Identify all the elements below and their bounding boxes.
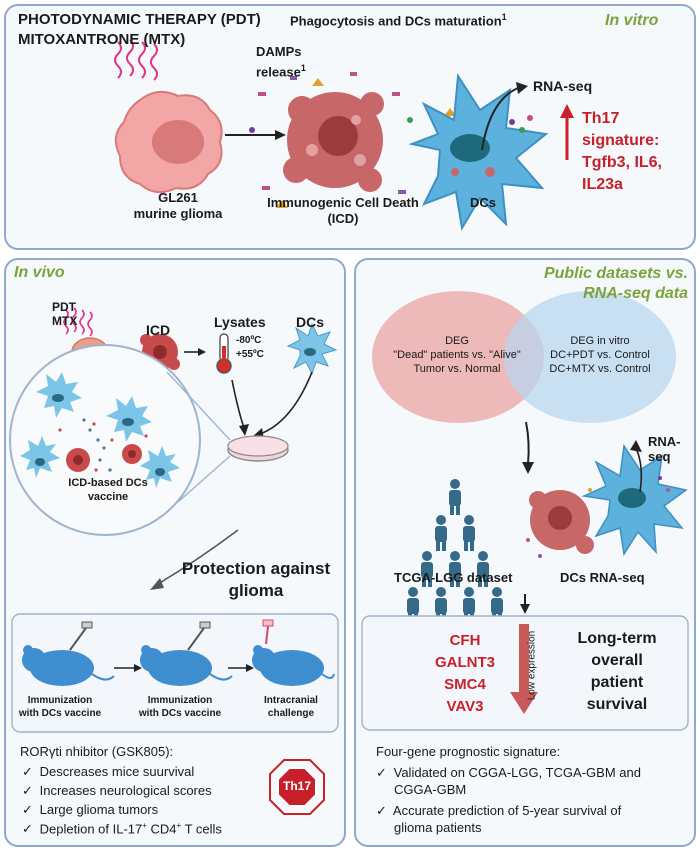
rnaseq-right-label: RNA-seq bbox=[648, 434, 681, 464]
list-item: ✓ Validated on CGGA-LGG, TCGA-GBM and CG… bbox=[376, 765, 641, 797]
small-dc-icon bbox=[286, 322, 338, 376]
lysates-label: Lysates bbox=[214, 314, 266, 330]
step-3-label: Intracranial challenge bbox=[264, 695, 318, 719]
in-vivo-title: In vivo bbox=[14, 264, 65, 281]
check-icon: ✓ bbox=[22, 764, 33, 779]
check-icon: ✓ bbox=[22, 802, 33, 817]
gene-list: CFH GALNT3 SMC4 VAV3 bbox=[435, 632, 495, 715]
mouse-2-icon bbox=[140, 621, 233, 686]
temperature-label: -80ºC +55ºC bbox=[236, 335, 264, 360]
list-item: ✓ Depletion of IL-17+ CD4+ T cells bbox=[22, 821, 222, 837]
icd-small-label: ICD bbox=[146, 322, 171, 338]
gl261-label: GL261 murine glioma bbox=[133, 190, 223, 221]
rnaseq-label: RNA-seq bbox=[533, 78, 593, 94]
check-icon: ✓ bbox=[22, 783, 33, 798]
pdt-label: PHOTODYNAMIC THERAPY (PDT) bbox=[18, 11, 261, 28]
vaccine-cells-icon bbox=[20, 372, 180, 488]
light-rays-small-icon bbox=[63, 307, 93, 337]
outcome-label: Long-term overall patient survival bbox=[577, 630, 657, 713]
list-item: ✓ Large glioma tumors bbox=[22, 802, 159, 817]
icd-cell-icon bbox=[283, 92, 384, 192]
in-vitro-title: In vitro bbox=[605, 12, 659, 29]
glioma-cell-icon bbox=[114, 90, 223, 194]
dc-icd-icon bbox=[526, 440, 688, 558]
step-2-label: Immunization with DCs vaccine bbox=[138, 695, 222, 719]
dcs-small-label: DCs bbox=[296, 314, 325, 330]
list-item: ✓ Descreases mice suurvival bbox=[22, 764, 195, 779]
check-icon: ✓ bbox=[22, 821, 33, 837]
damps-particles-icon bbox=[249, 72, 456, 208]
dcs-label: DCs bbox=[470, 195, 497, 210]
protection-label: Protection against glioma bbox=[181, 559, 331, 600]
check-icon: ✓ bbox=[376, 765, 387, 780]
mtx-label: MITOXANTRONE (MTX) bbox=[18, 31, 186, 48]
dcs-rnaseq-label: DCs RNA-seq bbox=[560, 570, 645, 585]
mouse-3-icon bbox=[252, 619, 335, 686]
mouse-1-icon bbox=[22, 621, 115, 686]
th17-signature: Th17 signature: Tgfb3, IL6, IL23a bbox=[582, 110, 662, 193]
tcga-label: TCGA-LGG dataset bbox=[394, 570, 513, 585]
stop-sign-icon bbox=[269, 759, 325, 815]
vaccine-label: ICD-based DCs vaccine bbox=[68, 477, 148, 503]
stop-sign-label: Th17 bbox=[282, 779, 311, 793]
deg-right-label: DEG in vitro DC+PDT vs. Control DC+MTX v… bbox=[549, 335, 651, 375]
signature-title: Four-gene prognostic signature: bbox=[376, 744, 561, 759]
datasets-title: Public datasets vs. RNA-seq data bbox=[543, 265, 688, 302]
pdt-mtx-small-label: PDT MTX bbox=[52, 300, 78, 328]
step-1-label: Immunization with DCs vaccine bbox=[18, 695, 102, 719]
thermometer-icon bbox=[216, 333, 232, 374]
inhibitor-title: RORγti nhibitor (GSK805): bbox=[20, 744, 174, 759]
damps-label: DAMPs release1 bbox=[256, 44, 306, 80]
people-pyramid-icon bbox=[407, 479, 503, 623]
list-item: ✓ Accurate prediction of 5-year survival… bbox=[376, 803, 622, 835]
light-rays-icon bbox=[114, 39, 158, 81]
list-item: ✓ Increases neurological scores bbox=[22, 783, 212, 798]
dendritic-cell-icon bbox=[408, 73, 549, 231]
check-icon: ✓ bbox=[376, 803, 387, 818]
phago-title: Phagocytosis and DCs maturation1 bbox=[290, 12, 507, 29]
icd-label: Immunogenic Cell Death (ICD) bbox=[267, 195, 419, 226]
low-expression-label: Low expression bbox=[526, 630, 538, 701]
deg-left-label: DEG "Dead" patients vs. "Alive" Tumor vs… bbox=[393, 335, 521, 375]
